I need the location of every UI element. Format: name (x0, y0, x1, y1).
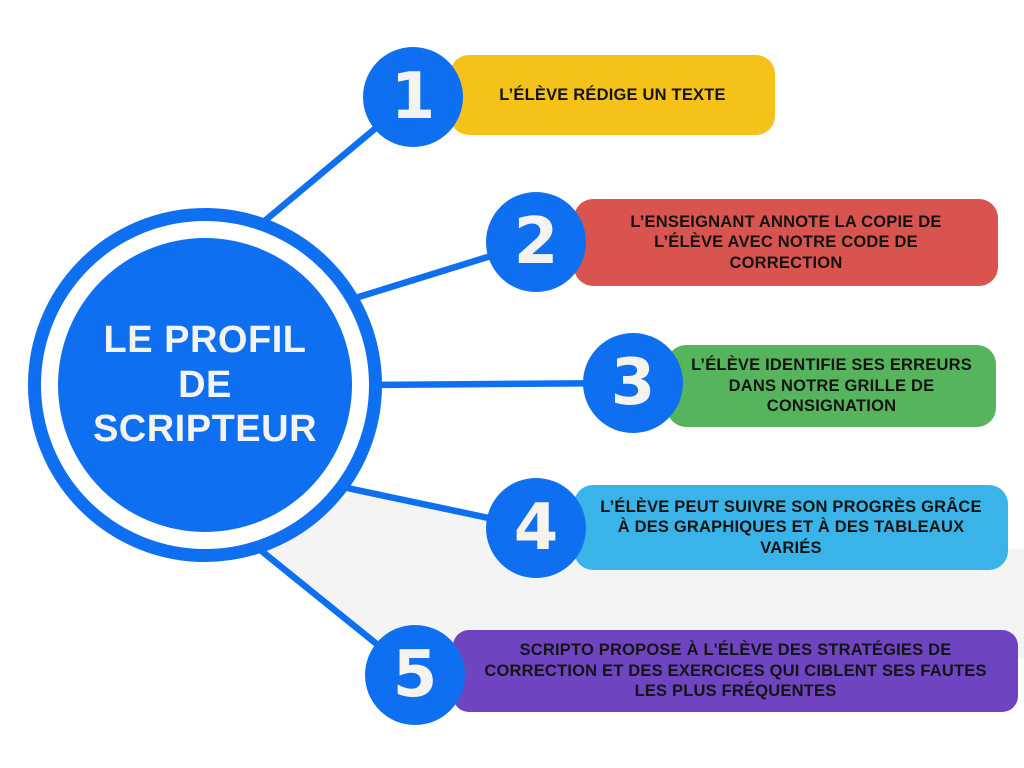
step-4-number: 4 (513, 491, 559, 565)
hub-title-line-1: LE PROFIL (103, 318, 307, 361)
hub-title-line-3: SCRIPTEUR (92, 408, 318, 451)
step-3-label: L’ÉLÈVE IDENTIFIE SES ERREURS DANS NOTRE… (691, 356, 972, 416)
step-4-box: L’ÉLÈVE PEUT SUIVRE SON PROGRÈS GRÂCE À … (574, 485, 1008, 570)
step-1-label: L’ÉLÈVE RÉDIGE UN TEXTE (499, 85, 726, 104)
step-1-box: L’ÉLÈVE RÉDIGE UN TEXTE (450, 55, 775, 135)
step-4-label: L’ÉLÈVE PEUT SUIVRE SON PROGRÈS GRÂCE À … (600, 497, 982, 557)
step-2-label: L’ENSEIGNANT ANNOTE LA COPIE DE L’ÉLÈVE … (630, 212, 942, 272)
hub-circle: LE PROFIL DE SCRIPTEUR (58, 238, 352, 532)
step-1-number-badge: 1 (363, 47, 463, 147)
step-5-box: SCRIPTO PROPOSE À L'ÉLÈVE DES STRATÉGIES… (453, 630, 1018, 712)
step-3-number-badge: 3 (583, 333, 683, 433)
step-3-box: L’ÉLÈVE IDENTIFIE SES ERREURS DANS NOTRE… (667, 345, 996, 427)
gray-wedge-shape (262, 490, 1024, 675)
step-2-box: L’ENSEIGNANT ANNOTE LA COPIE DE L’ÉLÈVE … (574, 199, 998, 286)
hub-title-line-2: DE (178, 363, 232, 406)
step-2-number: 2 (513, 205, 559, 279)
step-5-label: SCRIPTO PROPOSE À L'ÉLÈVE DES STRATÉGIES… (484, 641, 987, 701)
step-1-number: 1 (390, 60, 436, 134)
step-4-number-badge: 4 (486, 478, 586, 578)
step-2-number-badge: 2 (486, 192, 586, 292)
step-3-number: 3 (610, 346, 656, 420)
hub-title: LE PROFIL DE SCRIPTEUR (93, 318, 317, 452)
step-5-number-badge: 5 (365, 625, 465, 725)
step-5-number: 5 (392, 638, 438, 712)
